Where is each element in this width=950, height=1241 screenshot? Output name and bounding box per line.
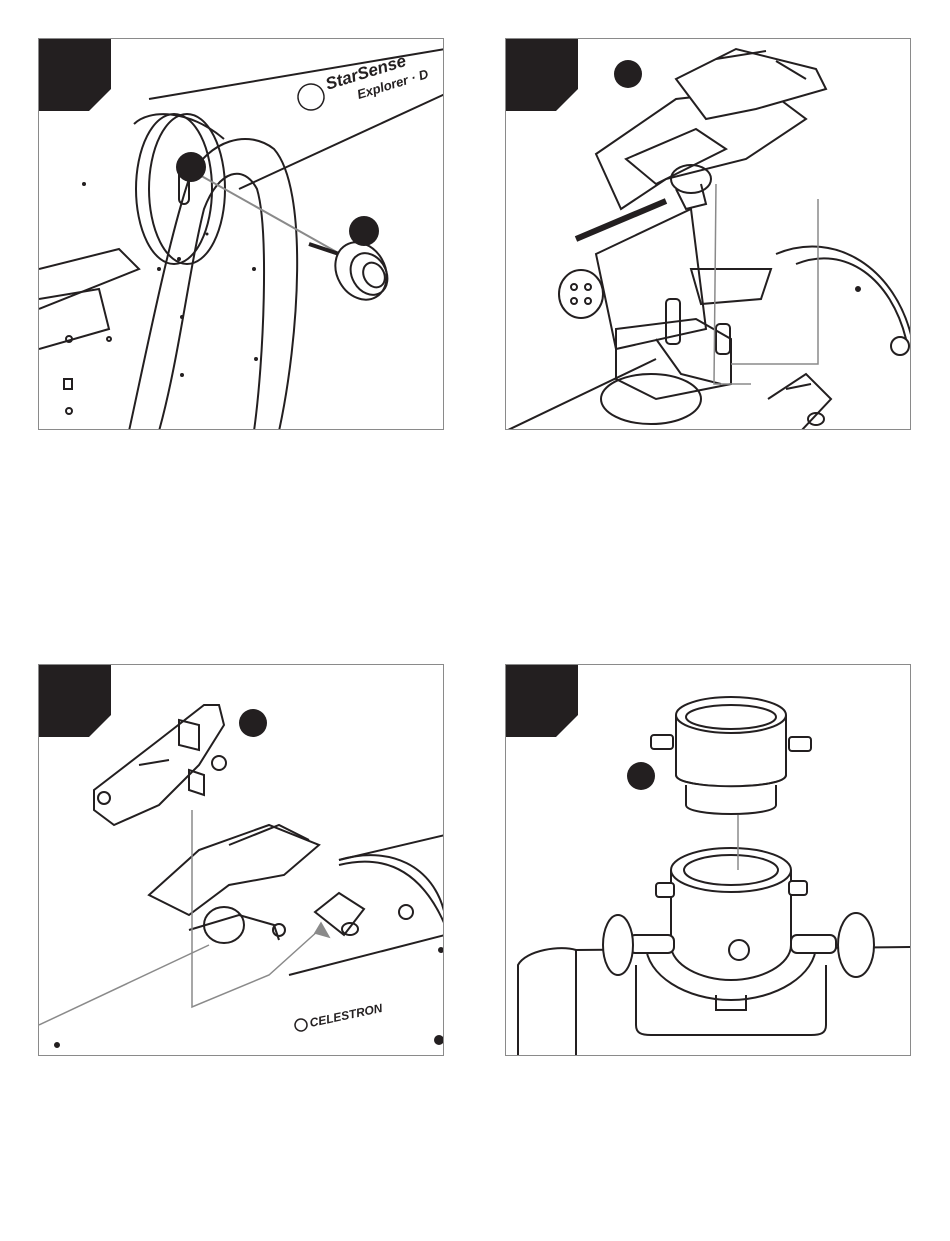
step-1-panel: StarSense Explorer · D — [38, 38, 444, 430]
step-3-illustration: CELESTRON — [39, 665, 444, 1056]
step-4-panel — [505, 664, 911, 1056]
callout-dot — [176, 152, 206, 182]
step-tab — [39, 665, 111, 737]
step-1-illustration: StarSense Explorer · D — [39, 39, 444, 430]
callout-dot — [614, 60, 642, 88]
celestron-logo-icon — [294, 1018, 308, 1032]
step-2-panel — [505, 38, 911, 430]
callout-dot — [627, 762, 655, 790]
brand-line1: CELESTRON — [308, 1001, 384, 1030]
step-tab — [39, 39, 111, 111]
step-4-illustration — [506, 665, 911, 1056]
callout-dot — [349, 216, 379, 246]
step-tab — [506, 665, 578, 737]
step-3-panel: CELESTRON — [38, 664, 444, 1056]
step-2-illustration — [506, 39, 911, 430]
step-tab — [506, 39, 578, 111]
callout-dot — [239, 709, 267, 737]
starsense-logo-icon — [295, 81, 327, 113]
